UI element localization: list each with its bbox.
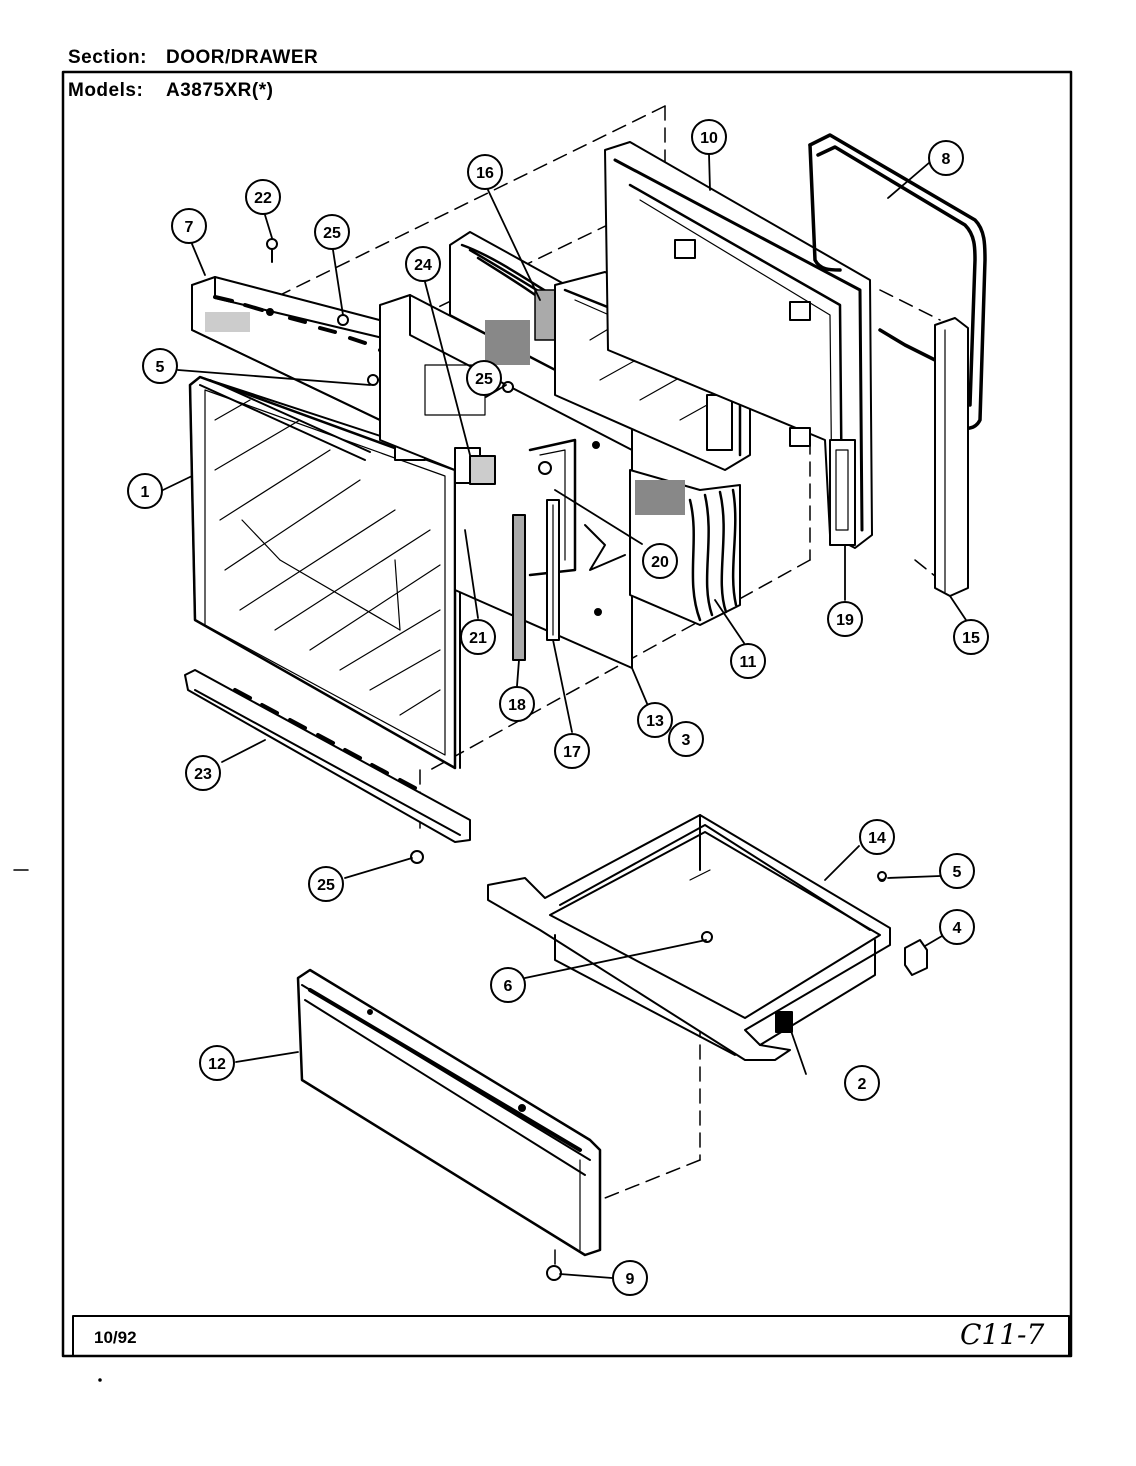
callout-25b-label: 25 (475, 371, 493, 388)
callout-7-label: 7 (185, 219, 194, 236)
fasteners (266, 238, 887, 1281)
callout-25c-label: 25 (317, 877, 335, 894)
callout-8: 8 (928, 140, 964, 176)
callout-14-label: 14 (868, 830, 886, 847)
callout-8-label: 8 (942, 151, 951, 168)
callout-18-label: 18 (508, 697, 526, 714)
section-value: DOOR/DRAWER (166, 47, 319, 68)
side-trim-part (934, 317, 969, 597)
callout-20-label: 20 (651, 554, 669, 571)
callout-13-label: 13 (646, 713, 664, 730)
callout-24: 24 (405, 246, 441, 282)
section-label: Section: (68, 47, 147, 68)
callout-25-top: 25 (314, 214, 350, 250)
callout-20: 20 (642, 543, 678, 579)
callout-5-handle: 5 (142, 348, 178, 384)
callout-11: 11 (730, 643, 766, 679)
outer-door-panel-part (188, 375, 461, 770)
models-heading: Models: A3875XR(*) (68, 80, 273, 102)
callout-5b-label: 5 (953, 864, 962, 881)
callout-6: 6 (490, 967, 526, 1003)
callout-23-label: 23 (194, 766, 212, 783)
switch-bracket-part (454, 447, 496, 485)
section-heading: Section: DOOR/DRAWER (68, 47, 318, 69)
scan-marks (13, 869, 102, 1382)
drawer-tray-part (487, 814, 928, 1061)
models-value: A3875XR(*) (166, 80, 274, 101)
models-label: Models: (68, 80, 144, 101)
leader-lines (162, 153, 967, 1279)
callout-1: 1 (127, 473, 163, 509)
callout-19: 19 (827, 601, 863, 637)
callout-12: 12 (199, 1045, 235, 1081)
callout-4: 4 (939, 909, 975, 945)
callout-13: 13 (637, 702, 673, 738)
callout-22-label: 22 (254, 190, 272, 207)
hinge-part (829, 439, 856, 546)
callout-12-label: 12 (208, 1056, 226, 1073)
callout-3: 3 (668, 721, 704, 757)
callout-16: 16 (467, 154, 503, 190)
drawer-front-part (296, 968, 602, 1257)
bottom-trim-part (184, 669, 471, 843)
callout-5a-label: 5 (156, 359, 165, 376)
callout-25-bottom: 25 (308, 866, 344, 902)
page-code: C11-7 (960, 1318, 1045, 1351)
callout-16-label: 16 (476, 165, 494, 182)
callout-5-screw: 5 (939, 853, 975, 889)
callout-18: 18 (499, 686, 535, 722)
callout-7: 7 (171, 208, 207, 244)
callout-6-label: 6 (504, 978, 513, 995)
callout-1-label: 1 (141, 484, 150, 501)
callout-24-label: 24 (414, 257, 432, 274)
callout-4-label: 4 (953, 920, 962, 937)
glass-pack-part (449, 231, 576, 381)
side-bracket-parts (512, 499, 560, 661)
callout-10: 10 (691, 119, 727, 155)
callout-14: 14 (859, 819, 895, 855)
callout-25-middle: 25 (466, 360, 502, 396)
page-frame (61, 70, 1073, 1358)
callout-15: 15 (953, 619, 989, 655)
callout-25a-label: 25 (323, 225, 341, 242)
callout-19-label: 19 (836, 612, 854, 629)
callout-2-label: 2 (858, 1076, 867, 1093)
callout-15-label: 15 (962, 630, 980, 647)
insulation-batt-part (629, 469, 741, 626)
callout-11-label: 11 (740, 654, 757, 671)
revision-date: 10/92 (94, 1328, 137, 1347)
callout-21-label: 21 (469, 630, 487, 647)
callout-9: 9 (612, 1260, 648, 1296)
callout-10-label: 10 (700, 130, 718, 147)
callout-21: 21 (460, 619, 496, 655)
callout-23: 23 (185, 755, 221, 791)
callout-17-label: 17 (563, 744, 581, 761)
callout-22: 22 (245, 179, 281, 215)
callout-17: 17 (554, 733, 590, 769)
callout-2: 2 (844, 1065, 880, 1101)
callout-3-label: 3 (682, 732, 691, 749)
callout-9-label: 9 (626, 1271, 635, 1288)
